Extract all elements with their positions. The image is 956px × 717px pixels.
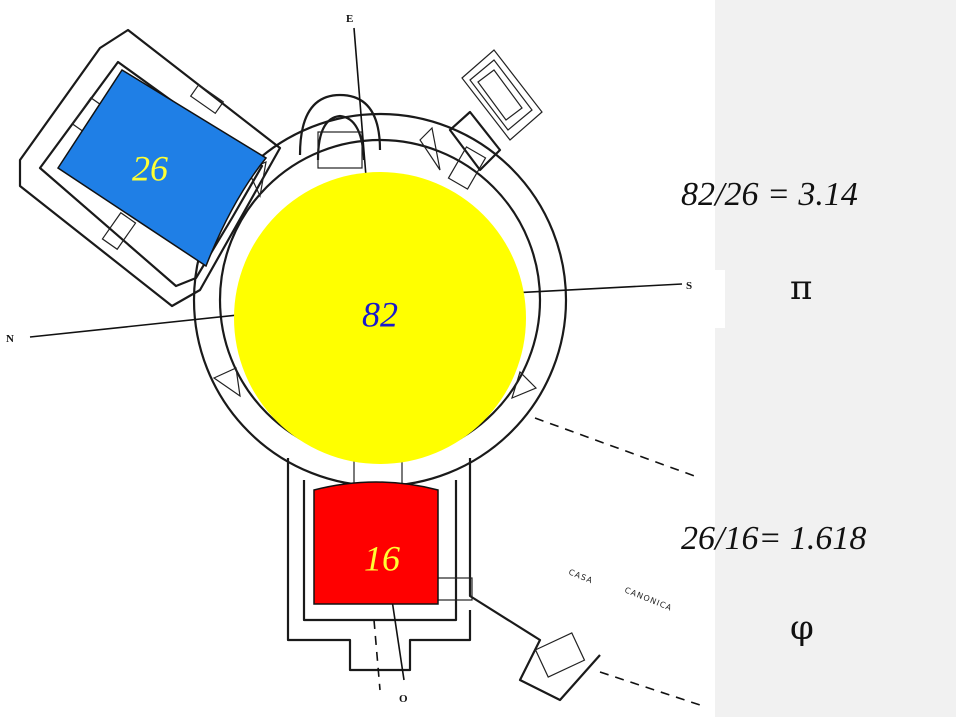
dashed-guide-lower xyxy=(599,671,701,706)
dashed-guide-upper xyxy=(534,417,701,479)
compass-east-label: E xyxy=(346,13,353,25)
panel-notch xyxy=(715,270,725,328)
north-wing-walls xyxy=(18,28,282,308)
room-value-apse: 16 xyxy=(364,538,400,578)
annotation-line-1: CASA xyxy=(567,568,594,586)
casa-canonica-annotation: CASA CANONICA xyxy=(567,568,673,613)
formula-panel xyxy=(715,0,956,717)
east-apse-walls xyxy=(298,93,382,169)
room-central-rotunda: 82 xyxy=(234,172,526,464)
annotation-line-2: CANONICA xyxy=(623,586,673,613)
compass-south-label: S xyxy=(686,280,692,292)
room-value-north-chapel: 26 xyxy=(132,148,168,188)
phi-ratio-formula: 26/16= 1.618 xyxy=(681,520,867,557)
room-value-central-rotunda: 82 xyxy=(362,294,398,334)
room-north-chapel: 26 xyxy=(56,68,268,268)
west-axis-line xyxy=(391,599,405,681)
phi-symbol: φ xyxy=(790,608,814,648)
pi-ratio-formula: 82/26 = 3.14 xyxy=(681,176,858,213)
compass-west-label: O xyxy=(399,693,408,705)
northeast-tower xyxy=(447,49,543,190)
compass-north-label: N xyxy=(6,333,14,345)
dashed-guide-west xyxy=(373,619,381,691)
room-apse: 16 xyxy=(313,481,439,605)
pi-symbol: π xyxy=(790,268,813,308)
